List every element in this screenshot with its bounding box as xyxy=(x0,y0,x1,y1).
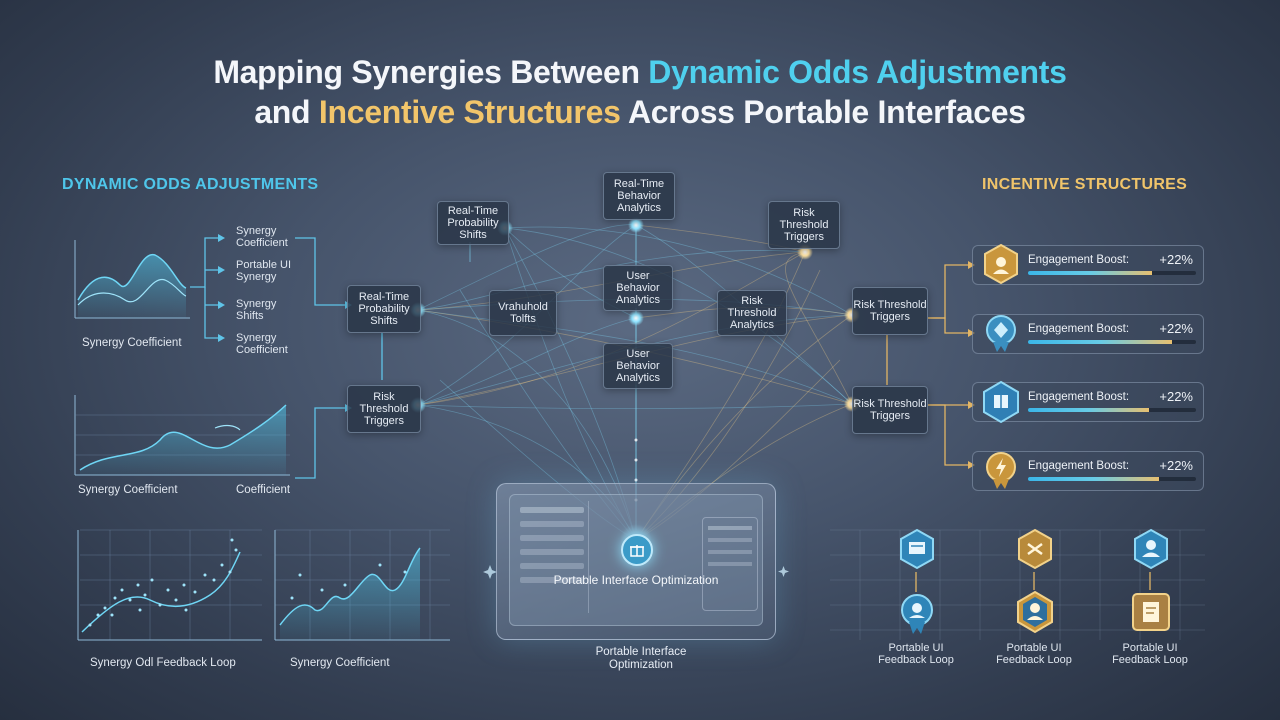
right-section-heading: INCENTIVE STRUCTURES xyxy=(982,176,1188,193)
node-user-behavior-mid[interactable]: User Behavior Analytics xyxy=(603,265,673,311)
title-line1: Mapping Synergies Between xyxy=(213,54,649,90)
left-flow-connectors xyxy=(190,237,383,479)
node-vrahuhold[interactable]: Vrahuhold Tolfts xyxy=(489,290,557,336)
chart-synergy-1 xyxy=(74,240,190,319)
list-item: Portable UI Synergy xyxy=(236,259,292,283)
card-label: Engagement Boost: xyxy=(1028,254,1130,266)
list-item: Synergy Shifts xyxy=(236,298,277,322)
card-label: Engagement Boost: xyxy=(1028,323,1130,335)
node-probability-shifts-left[interactable]: Real-Time Probability Shifts xyxy=(347,285,421,333)
progress-bar xyxy=(1028,340,1196,344)
user-icon xyxy=(1015,590,1055,634)
document-icon xyxy=(1131,592,1171,636)
progress-bar xyxy=(1028,408,1196,412)
node-behavior-analytics-top[interactable]: Real-Time Behavior Analytics xyxy=(603,172,675,220)
node-glow xyxy=(628,217,644,233)
device-caption: Portable Interface Optimization xyxy=(595,646,687,671)
hexagon-badge-icon xyxy=(981,380,1021,424)
card-value: +22% xyxy=(1159,458,1193,473)
device-sidebar xyxy=(516,501,589,613)
chart2-caption-right: Coefficient xyxy=(236,484,291,496)
device-side-panel xyxy=(702,517,758,611)
list-item: Synergy Coefficient xyxy=(236,332,288,356)
title-accent-incentive: Incentive Structures xyxy=(318,94,621,130)
engagement-card[interactable]: Engagement Boost: +22% xyxy=(972,451,1204,491)
chart2-caption: Synergy Coefficient xyxy=(78,484,178,496)
title-line2-post: Across Portable Interfaces xyxy=(620,94,1026,130)
node-user-behavior-low[interactable]: User Behavior Analytics xyxy=(603,343,673,389)
hexagon-badge-icon xyxy=(1015,528,1055,572)
node-risk-triggers-left[interactable]: Risk Threshold Triggers xyxy=(347,385,421,433)
shield-icon xyxy=(897,592,937,636)
gift-icon xyxy=(621,534,653,566)
node-glow xyxy=(628,310,644,326)
list-item: Synergy Coefficient xyxy=(236,225,288,249)
medal-icon xyxy=(981,449,1021,493)
chart-scatter-1 xyxy=(77,529,262,641)
card-value: +22% xyxy=(1159,252,1193,267)
feedback-caption: Portable UI Feedback Loop xyxy=(1112,642,1188,666)
left-section-heading: DYNAMIC ODDS ADJUSTMENTS xyxy=(62,176,319,193)
card-value: +22% xyxy=(1159,389,1193,404)
node-risk-analytics-mid[interactable]: Risk Threshold Analytics xyxy=(717,290,787,336)
title-line2-pre: and xyxy=(254,94,319,130)
node-probability-shifts-top[interactable]: Real-Time Probability Shifts xyxy=(437,201,509,245)
page-title: Mapping Synergies Between Dynamic Odds A… xyxy=(0,52,1280,132)
card-label: Engagement Boost: xyxy=(1028,391,1130,403)
node-risk-triggers-right-low[interactable]: Risk Threshold Triggers xyxy=(852,386,928,434)
progress-bar xyxy=(1028,271,1196,275)
progress-bar xyxy=(1028,477,1196,481)
chart1-caption: Synergy Coefficient xyxy=(82,337,182,349)
shield-icon xyxy=(981,312,1021,356)
engagement-card[interactable]: Engagement Boost: +22% xyxy=(972,243,1204,287)
engagement-card[interactable]: Engagement Boost: +22% xyxy=(972,380,1204,424)
engagement-card[interactable]: Engagement Boost: +22% xyxy=(972,314,1204,354)
user-icon xyxy=(1131,528,1171,572)
card-value: +22% xyxy=(1159,321,1193,336)
feedback-caption: Portable UI Feedback Loop xyxy=(996,642,1072,666)
feedback-caption: Portable UI Feedback Loop xyxy=(878,642,954,666)
device-title: Portable Interface Optimization xyxy=(553,573,719,587)
title-accent-odds: Dynamic Odds Adjustments xyxy=(648,54,1067,90)
chart-scatter-2 xyxy=(274,529,450,641)
node-risk-triggers-right-top[interactable]: Risk Threshold Triggers xyxy=(852,287,928,335)
document-icon xyxy=(897,528,937,572)
portable-device-panel[interactable]: Portable Interface Optimization xyxy=(496,483,776,640)
right-flow-connectors xyxy=(886,264,1151,592)
medal-icon xyxy=(981,243,1021,287)
card-label: Engagement Boost: xyxy=(1028,460,1130,472)
node-risk-triggers-top[interactable]: Risk Threshold Triggers xyxy=(768,201,840,249)
chart4-caption: Synergy Coefficient xyxy=(290,657,390,669)
chart3-caption: Synergy Odl Feedback Loop xyxy=(90,657,236,669)
chart-synergy-2 xyxy=(74,395,290,476)
